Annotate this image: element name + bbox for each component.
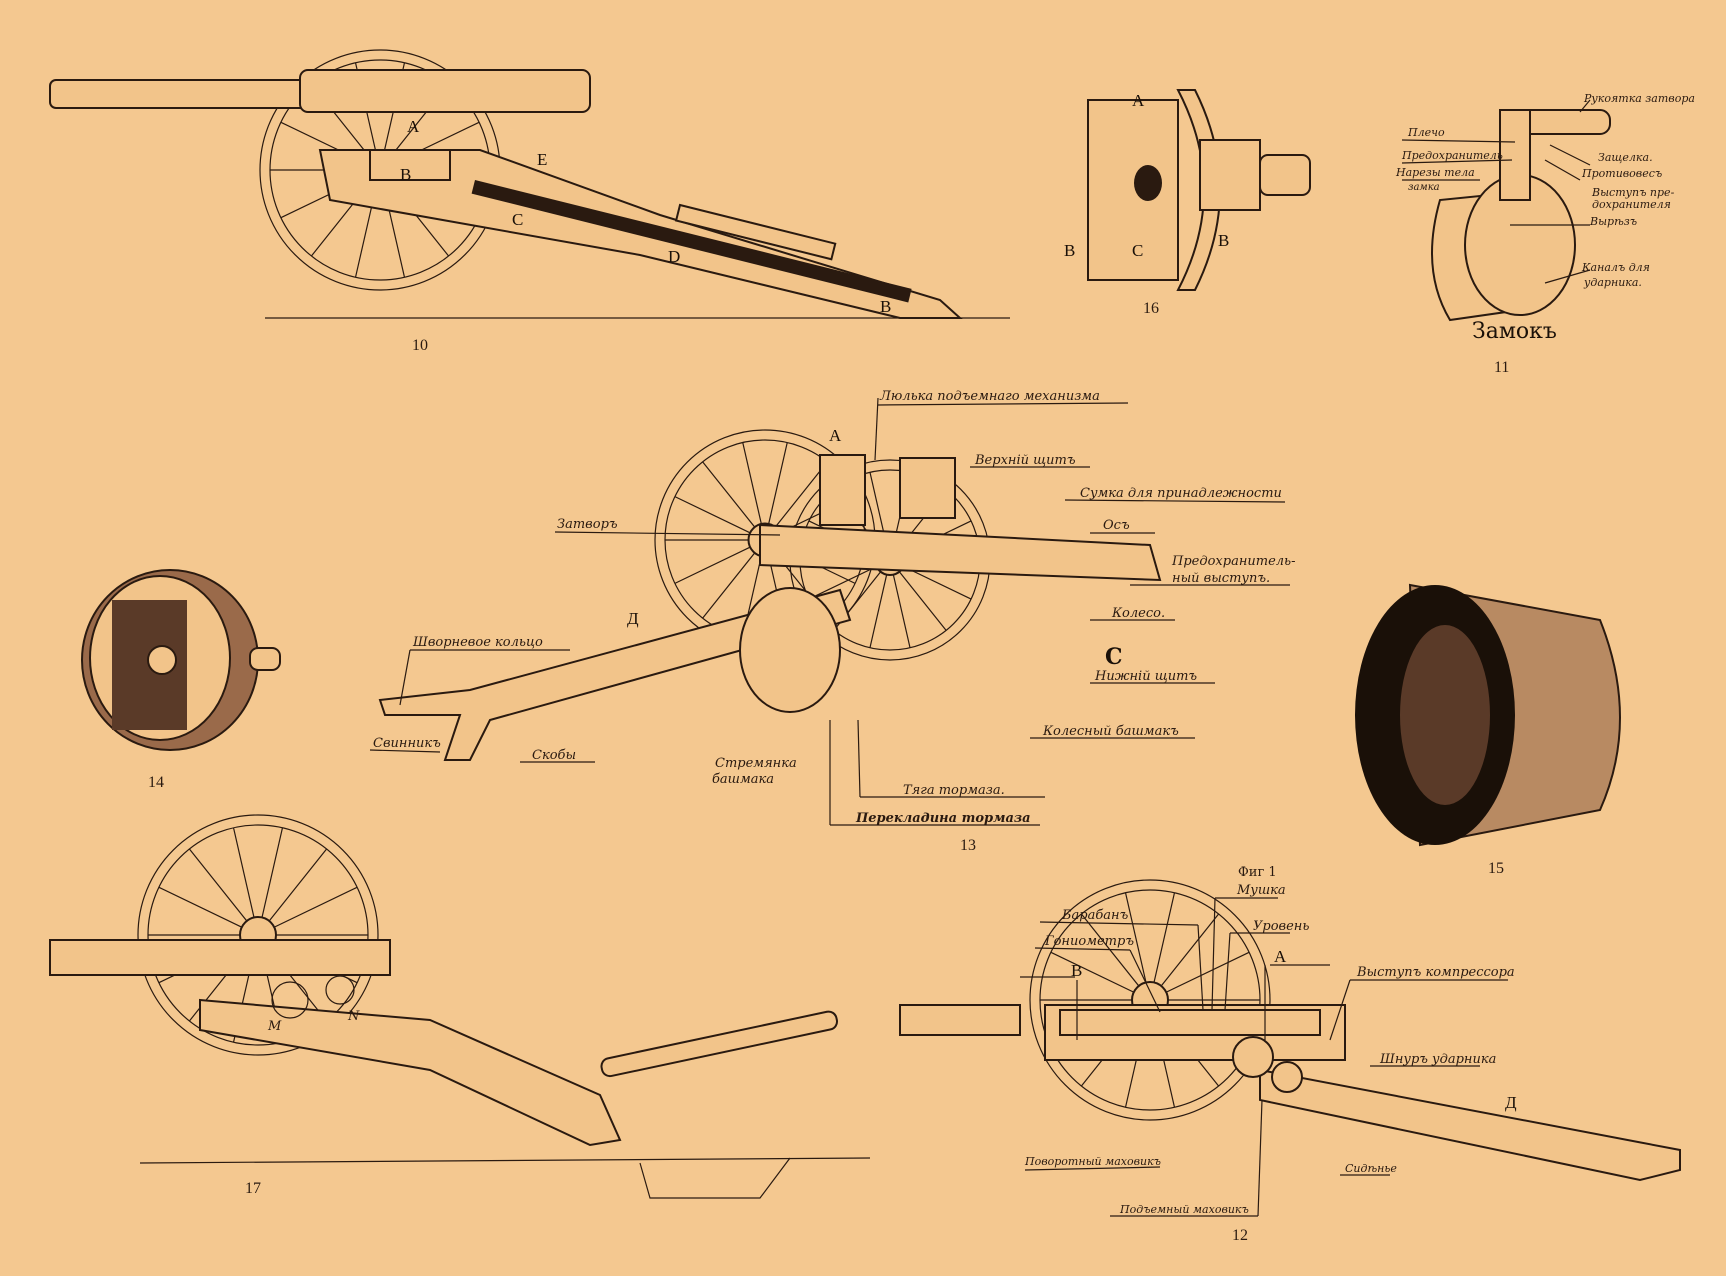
figure-15: 15 [1355, 583, 1621, 877]
svg-text:Каналъ для: Каналъ для [1581, 261, 1650, 274]
svg-text:Рукоятка затвора: Рукоятка затвора [1583, 92, 1695, 105]
svg-text:A: A [829, 426, 842, 445]
svg-text:Осъ: Осъ [1103, 518, 1130, 533]
svg-text:10: 10 [412, 337, 428, 354]
svg-text:C: C [512, 210, 523, 229]
figure-10: A B E C D B 10 [49, 69, 1010, 354]
svg-text:ударника.: ударника. [1583, 276, 1642, 289]
fig10-barrel [49, 79, 311, 109]
svg-text:ный выступъ.: ный выступъ. [1172, 571, 1270, 586]
svg-text:M: M [267, 1019, 282, 1034]
svg-text:B: B [1218, 231, 1229, 250]
svg-text:B: B [880, 297, 891, 316]
svg-text:Вырѣзъ: Вырѣзъ [1589, 215, 1637, 228]
svg-text:Верхній щитъ: Верхній щитъ [974, 453, 1076, 468]
svg-text:Люлька подъемнаго механизма: Люлька подъемнаго механизма [879, 389, 1100, 404]
svg-text:Уровень: Уровень [1253, 919, 1309, 934]
svg-text:Предохранитель-: Предохранитель- [1171, 554, 1296, 569]
svg-text:Свинникъ: Свинникъ [373, 736, 441, 751]
svg-text:Плечо: Плечо [1407, 126, 1445, 139]
svg-text:Фиг 1: Фиг 1 [1238, 865, 1277, 880]
svg-text:Скобы: Скобы [532, 748, 576, 763]
svg-text:B: B [1071, 961, 1082, 980]
svg-text:12: 12 [1232, 1227, 1248, 1244]
svg-text:A: A [407, 117, 420, 136]
svg-text:Тяга тормаза.: Тяга тормаза. [903, 783, 1005, 798]
svg-text:14: 14 [148, 774, 164, 791]
svg-text:D: D [668, 247, 680, 266]
svg-text:C: C [1132, 241, 1143, 260]
figure-16: A B C B 16 [1064, 89, 1311, 317]
svg-text:Барабанъ: Барабанъ [1061, 908, 1129, 923]
figure-17: M N 17 [49, 939, 871, 1199]
svg-text:Перекладина тормаза: Перекладина тормаза [855, 811, 1031, 826]
svg-text:15: 15 [1488, 860, 1504, 877]
svg-text:Замокъ: Замокъ [1472, 319, 1557, 344]
svg-text:Выступъ пре-: Выступъ пре- [1591, 186, 1675, 199]
svg-text:Стремянка: Стремянка [715, 756, 797, 771]
svg-text:16: 16 [1143, 300, 1159, 317]
svg-text:Шнуръ ударника: Шнуръ ударника [1379, 1052, 1496, 1067]
svg-text:Затворъ: Затворъ [557, 517, 618, 532]
svg-text:Защелка.: Защелка. [1598, 151, 1653, 164]
svg-text:B: B [1064, 241, 1075, 260]
svg-text:Шворневое кольцо: Шворневое кольцо [412, 635, 543, 650]
svg-text:Противовесъ: Противовесъ [1581, 167, 1662, 180]
svg-text:дохранителя: дохранителя [1592, 198, 1671, 211]
figure-13: Люлька подъемнаго механизма Верхній щитъ… [369, 389, 1296, 854]
svg-text:Д: Д [1505, 1093, 1517, 1112]
svg-text:Мушка: Мушка [1236, 883, 1286, 898]
svg-text:A: A [1132, 91, 1145, 110]
svg-text:Подъемный маховикъ: Подъемный маховикъ [1119, 1203, 1249, 1216]
svg-text:N: N [347, 1009, 360, 1024]
svg-text:Нижній щитъ: Нижній щитъ [1094, 669, 1197, 684]
svg-text:башмака: башмака [712, 772, 774, 787]
svg-text:Нарезы тела: Нарезы тела [1395, 166, 1475, 179]
svg-text:13: 13 [960, 837, 976, 854]
svg-text:Гониометръ: Гониометръ [1044, 934, 1134, 949]
figure-11: Рукоятка затвора Плечо Предохранитель На… [1395, 92, 1695, 376]
svg-text:Предохранитель: Предохранитель [1401, 149, 1503, 162]
svg-text:замка: замка [1408, 182, 1440, 193]
svg-text:Д: Д [627, 609, 639, 628]
svg-text:Сумка для принадлежности: Сумка для принадлежности [1080, 486, 1282, 501]
figure-14: 14 [81, 569, 281, 791]
svg-text:E: E [537, 150, 547, 169]
figure-12: Фиг 1 Мушка Барабанъ Уровень Гониометръ … [899, 865, 1681, 1244]
svg-text:Колесный башмакъ: Колесный башмакъ [1042, 724, 1179, 739]
svg-text:A: A [1274, 947, 1287, 966]
svg-text:11: 11 [1494, 359, 1509, 376]
svg-text:Колесо.: Колесо. [1111, 606, 1165, 621]
svg-text:B: B [400, 165, 411, 184]
svg-text:Выступъ компрессора: Выступъ компрессора [1356, 965, 1515, 980]
svg-text:Сидѣнье: Сидѣнье [1345, 1162, 1397, 1175]
svg-text:C: C [1105, 644, 1123, 670]
svg-text:17: 17 [245, 1180, 261, 1197]
svg-text:Поворотный маховикъ: Поворотный маховикъ [1024, 1155, 1161, 1168]
